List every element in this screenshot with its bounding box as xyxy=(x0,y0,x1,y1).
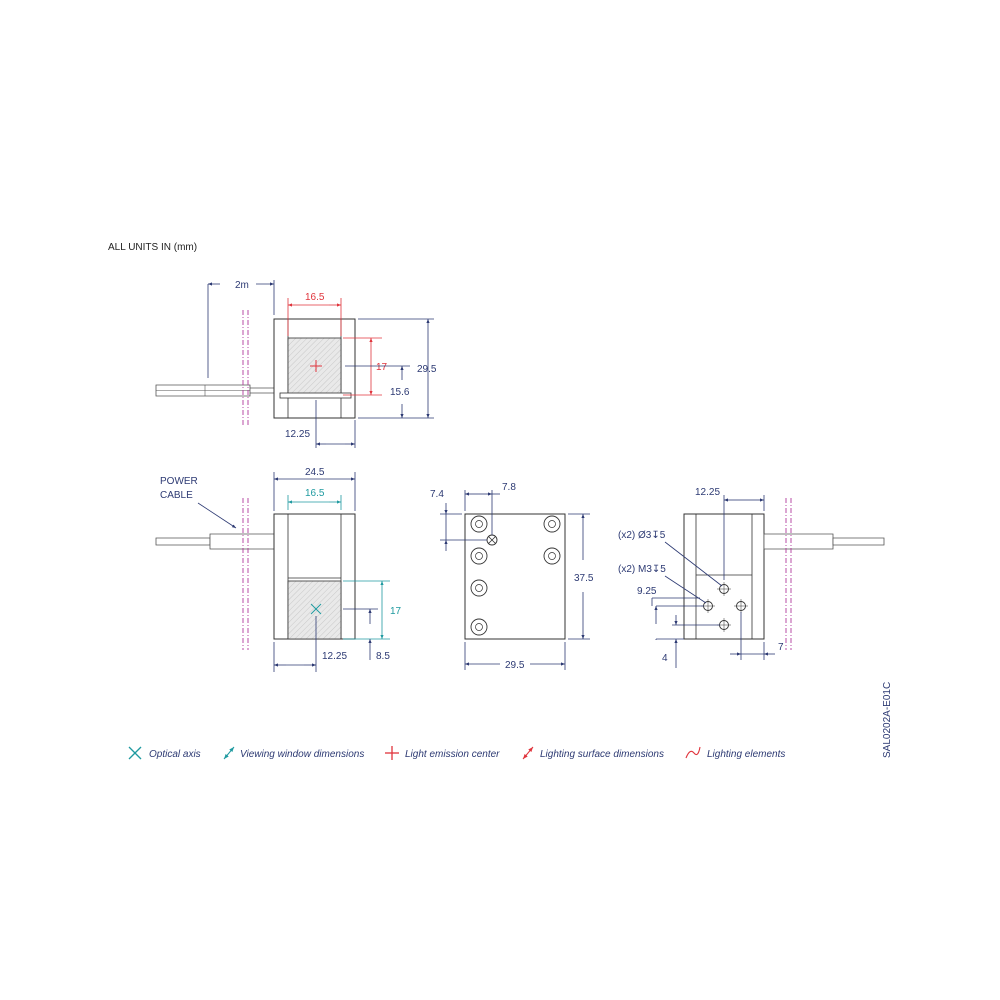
dim-center-height-top: 15.6 xyxy=(390,387,410,398)
dim-center-height-front: 8.5 xyxy=(376,651,390,662)
svg-text:Viewing window dimensions: Viewing window dimensions xyxy=(240,749,364,760)
svg-text:Lighting surface dimensions: Lighting surface dimensions xyxy=(540,749,664,760)
label-power: POWER xyxy=(160,476,198,487)
dim-window-width: 16.5 xyxy=(305,488,325,499)
cable xyxy=(155,537,211,546)
dim-center-offset-front: 12.25 xyxy=(322,651,347,662)
svg-text:Lighting elements: Lighting elements xyxy=(707,749,785,760)
dim-window-height: 17 xyxy=(390,606,402,617)
cable xyxy=(763,533,834,550)
dim-emission-width: 16.5 xyxy=(305,292,325,303)
label-cable: CABLE xyxy=(160,490,193,501)
dim-total-height-top: 29.5 xyxy=(417,364,437,375)
dim-cable-length: 2m xyxy=(235,280,249,291)
side-view: 12.25 (x2) Ø3↧5 (x2) M3↧5 9.25 4 7 xyxy=(618,487,885,668)
x-icon xyxy=(128,746,142,760)
svg-text:Optical axis: Optical axis xyxy=(149,749,201,760)
mounting-holes xyxy=(470,515,561,636)
units-note: ALL UNITS IN (mm) xyxy=(108,242,197,253)
hole-spec-dia3: (x2) Ø3↧5 xyxy=(618,530,666,541)
top-view: 2m 16.5 17 15.6 29.5 12.25 xyxy=(155,280,437,448)
back-view: 7.4 7.8 37.5 29.5 xyxy=(430,482,594,671)
dim-back-height: 37.5 xyxy=(574,573,594,584)
plus-icon xyxy=(385,746,399,760)
dim-back-width: 29.5 xyxy=(505,660,525,671)
legend-lighting-surface: Lighting surface dimensions xyxy=(522,746,664,760)
dim-side-offset: 12.25 xyxy=(695,487,720,498)
threaded-holes xyxy=(701,582,748,632)
dim-emission-height: 17 xyxy=(376,362,388,373)
housing xyxy=(273,318,356,419)
dim-center-offset-top: 12.25 xyxy=(285,429,310,440)
svg-text:Light emission center: Light emission center xyxy=(405,749,500,760)
double-arrow-icon xyxy=(223,746,235,760)
dim-925: 9.25 xyxy=(637,586,657,597)
legend-emission-center: Light emission center xyxy=(385,746,500,760)
dim-7: 7 xyxy=(778,642,784,653)
wave-icon xyxy=(685,746,701,759)
dim-hole-x: 7.4 xyxy=(430,489,444,500)
hole-spec-m3: (x2) M3↧5 xyxy=(618,564,666,575)
legend-optical-axis: Optical axis xyxy=(128,746,201,760)
double-arrow-icon xyxy=(522,746,534,760)
legend: Optical axis Viewing window dimensions L… xyxy=(128,746,785,760)
dim-total-width-front: 24.5 xyxy=(305,467,325,478)
dim-hole-y: 7.8 xyxy=(502,482,516,493)
front-view: POWER CABLE 24.5 16.5 17 xyxy=(155,467,402,672)
housing xyxy=(464,513,566,640)
part-number: SAL0202A-E01C xyxy=(882,682,893,758)
dim-4: 4 xyxy=(662,653,668,664)
legend-lighting-elements: Lighting elements xyxy=(685,746,785,760)
legend-viewing-window: Viewing window dimensions xyxy=(223,746,364,760)
